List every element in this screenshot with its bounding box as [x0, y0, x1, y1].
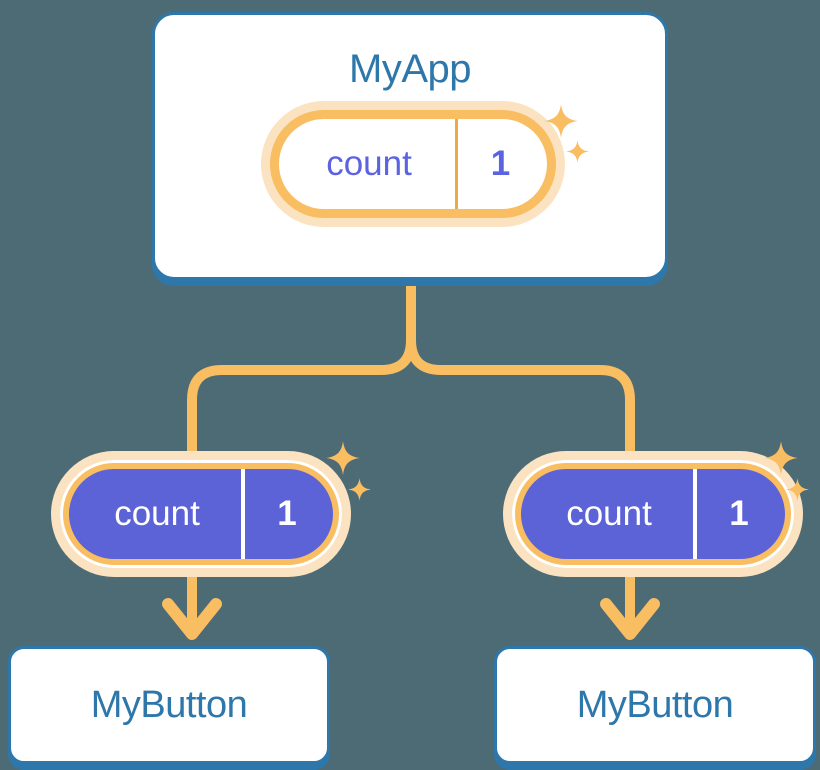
signal-value: 1	[693, 469, 785, 559]
arrowhead-left	[162, 598, 222, 640]
connector-branch-right	[406, 335, 635, 475]
component-title-mybutton: MyButton	[90, 684, 248, 726]
sparkle-icon	[566, 140, 589, 163]
signal-pill-left[interactable]: count 1	[60, 460, 342, 568]
signal-name: count	[566, 494, 652, 533]
sparkle-icon	[544, 104, 578, 138]
signal-name: count	[326, 144, 412, 183]
signal-pill-right[interactable]: count 1	[512, 460, 794, 568]
sparkle-icon	[786, 478, 809, 501]
connector-branch-left	[187, 335, 416, 475]
signal-pill-body: count 1	[512, 460, 794, 568]
arrowhead-right	[600, 598, 660, 640]
component-card-mybutton-right[interactable]: MyButton	[494, 646, 816, 764]
sparkle-icon	[764, 441, 798, 475]
sparkle-icon	[348, 478, 371, 501]
signal-pill-root[interactable]: count 1	[270, 110, 556, 218]
signal-pill-body: count 1	[60, 460, 342, 568]
component-title-myapp: MyApp	[349, 47, 472, 91]
component-title-mybutton: MyButton	[576, 684, 734, 726]
component-card-mybutton-left[interactable]: MyButton	[8, 646, 330, 764]
signal-pill-body: count 1	[270, 110, 556, 218]
sparkle-icon	[326, 441, 360, 475]
signal-name: count	[114, 494, 200, 533]
signal-value: 1	[455, 119, 547, 209]
signal-value: 1	[241, 469, 333, 559]
